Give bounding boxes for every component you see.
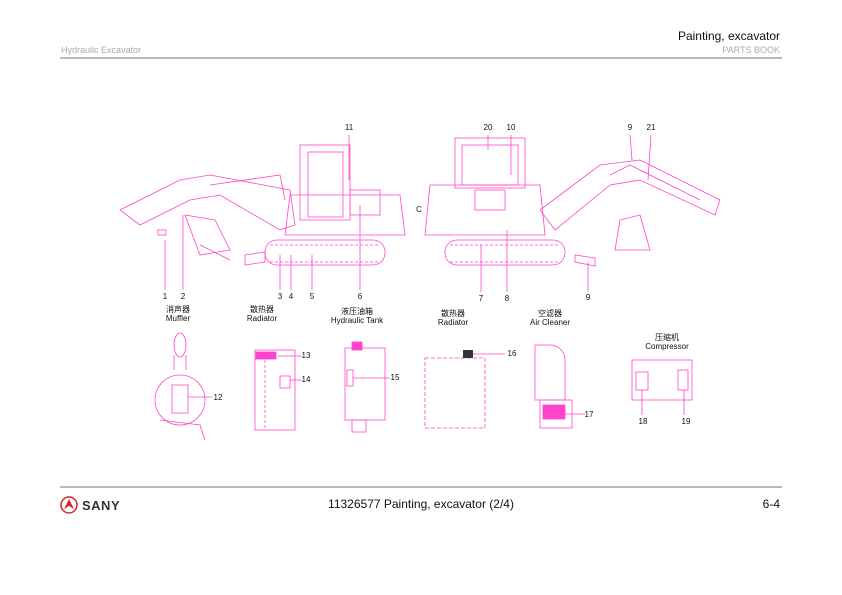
sany-logo: SANY [60,496,120,514]
brand-name: SANY [82,497,121,513]
sany-logo-icon [60,496,78,514]
label-muffler: 消声器 Muffler [166,305,190,323]
page-title: Painting, excavator [677,29,780,43]
header-product: Hydraulic Excavator [61,45,142,55]
excavator-left-view [119,144,406,266]
radiator-left-detail [254,349,302,431]
muffler-detail [154,332,212,441]
label-radiator-left-cn: 散热器 [250,305,274,314]
document-title: 11326577 Painting, excavator (2/4) [328,497,514,511]
callout-10: 10 [506,123,516,132]
callout-14: 14 [301,375,311,384]
callout-15: 15 [390,373,400,382]
label-compressor-en: Compressor [645,342,689,351]
callout-3: 3 [277,292,283,301]
callout-1: 1 [162,292,168,301]
footer-divider [60,486,782,488]
label-compressor-cn: 压缩机 [654,333,679,342]
callout-17: 17 [584,410,594,419]
callout-8: 8 [504,294,510,303]
label-radiator-right-cn: 散热器 [441,309,465,318]
callout-20: 20 [483,123,493,132]
callout-7: 7 [478,294,484,303]
callout-13: 13 [301,351,311,360]
callout-12: 12 [213,393,223,402]
hydraulic-tank-detail [344,341,390,433]
leader-lines [164,134,652,292]
callout-11: 11 [344,123,354,132]
callout-c: C [416,205,422,214]
callout-16: 16 [507,349,517,358]
label-radiator-left-en: Radiator [246,314,278,323]
label-hydraulic-tank-cn: 液压油箱 [340,307,373,316]
callout-4: 4 [288,292,294,301]
header-book: PARTS BOOK [722,45,780,55]
label-air-cleaner-en: Air Cleaner [529,318,571,327]
callout-19: 19 [681,417,691,426]
callout-5: 5 [309,292,315,301]
excavator-right-view [424,137,721,267]
compressor-detail [631,359,693,415]
radiator-right-detail [424,350,505,429]
label-hydraulic-tank: 液压油箱 Hydraulic Tank [331,307,383,325]
callout-21: 21 [646,123,656,132]
page-number: 6-4 [762,497,780,511]
label-compressor: 压缩机 Compressor [645,333,689,351]
header-divider [60,57,782,59]
callout-6: 6 [357,292,363,301]
callout-2: 2 [180,292,186,301]
air-cleaner-detail [534,344,585,429]
callout-9-top: 9 [627,123,633,132]
label-muffler-cn: 消声器 [166,305,190,314]
label-radiator-right: 散热器 Radiator [438,309,468,327]
label-radiator-left: 散热器 Radiator [247,305,277,323]
label-radiator-right-en: Radiator [437,318,469,327]
label-muffler-en: Muffler [165,314,191,323]
callout-9-bottom: 9 [585,293,591,302]
label-air-cleaner: 空滤器 Air Cleaner [530,309,570,327]
label-air-cleaner-cn: 空滤器 [537,309,562,318]
label-hydraulic-tank-en: Hydraulic Tank [330,316,384,325]
callout-18: 18 [638,417,648,426]
